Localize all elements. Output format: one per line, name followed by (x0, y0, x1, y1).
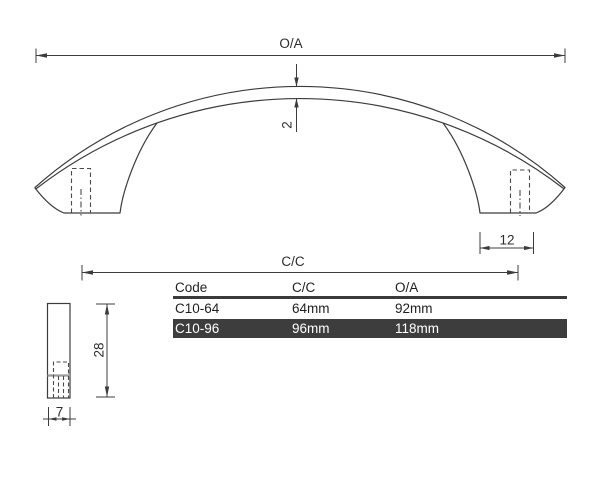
cell-code: C10-64 (175, 301, 220, 316)
handle-inner-curve (35, 98, 565, 190)
cc-dimension-label: C/C (281, 254, 305, 269)
side-height-arrows (104, 304, 110, 397)
side-view-screw-boss (52, 361, 70, 398)
header-separator (173, 296, 567, 299)
rise-dimension-arrows (294, 77, 299, 108)
cell-code: C10-96 (175, 321, 220, 336)
cell-cc: 64mm (292, 301, 330, 316)
handle-outer-curve (34, 85, 566, 189)
side-width-arrows (48, 417, 70, 421)
header-code: Code (175, 280, 208, 295)
cell-cc: 96mm (292, 321, 330, 336)
arrow-up-icon (104, 304, 110, 315)
arrow-left-icon (480, 245, 490, 251)
arrow-up-icon (294, 98, 299, 108)
cell-oa: 92mm (395, 301, 433, 316)
arrow-down-icon (294, 77, 299, 87)
handle-front-view (34, 85, 566, 214)
arrow-right-icon (524, 245, 534, 251)
arrow-right-icon (62, 417, 70, 421)
arrow-right-icon (507, 270, 518, 275)
handle-right-foot (442, 122, 566, 214)
side-height-label: 28 (92, 342, 107, 357)
header-oa: O/A (395, 280, 419, 295)
right-screw-boss (509, 169, 531, 213)
spec-table: Code C/C O/A C10-64 64mm 92mm C10-96 96m… (173, 280, 567, 338)
cc-dimension-arrows (82, 270, 518, 275)
oa-dimension (35, 48, 566, 63)
arrow-left-icon (82, 270, 93, 275)
foot-dimension-arrows (480, 245, 534, 251)
side-width-label: 7 (56, 405, 64, 420)
foot-dimension-label: 12 (499, 233, 514, 248)
arrow-left-icon (36, 53, 47, 58)
cell-oa: 118mm (395, 321, 440, 336)
left-screw-boss (70, 167, 92, 213)
spec-table-header-row: Code C/C O/A (173, 280, 567, 295)
screw-centre-lines (80, 189, 521, 216)
table-row: C10-64 64mm 92mm (173, 299, 567, 319)
arrow-left-icon (48, 417, 57, 421)
arrow-down-icon (104, 386, 110, 397)
arrow-right-icon (554, 53, 565, 58)
oa-dimension-label: O/A (279, 36, 302, 51)
cc-dimension (81, 265, 519, 281)
table-row-highlighted: C10-96 96mm 118mm (173, 319, 567, 338)
side-height-dimension (96, 303, 115, 398)
handle-left-foot (34, 122, 158, 214)
side-view-hidden-lines (52, 361, 70, 398)
rise-dimension-label: 2 (280, 121, 295, 129)
oa-dimension-arrows (36, 53, 565, 58)
screw-hole-hidden-lines (70, 167, 531, 213)
header-cc: C/C (292, 280, 316, 295)
